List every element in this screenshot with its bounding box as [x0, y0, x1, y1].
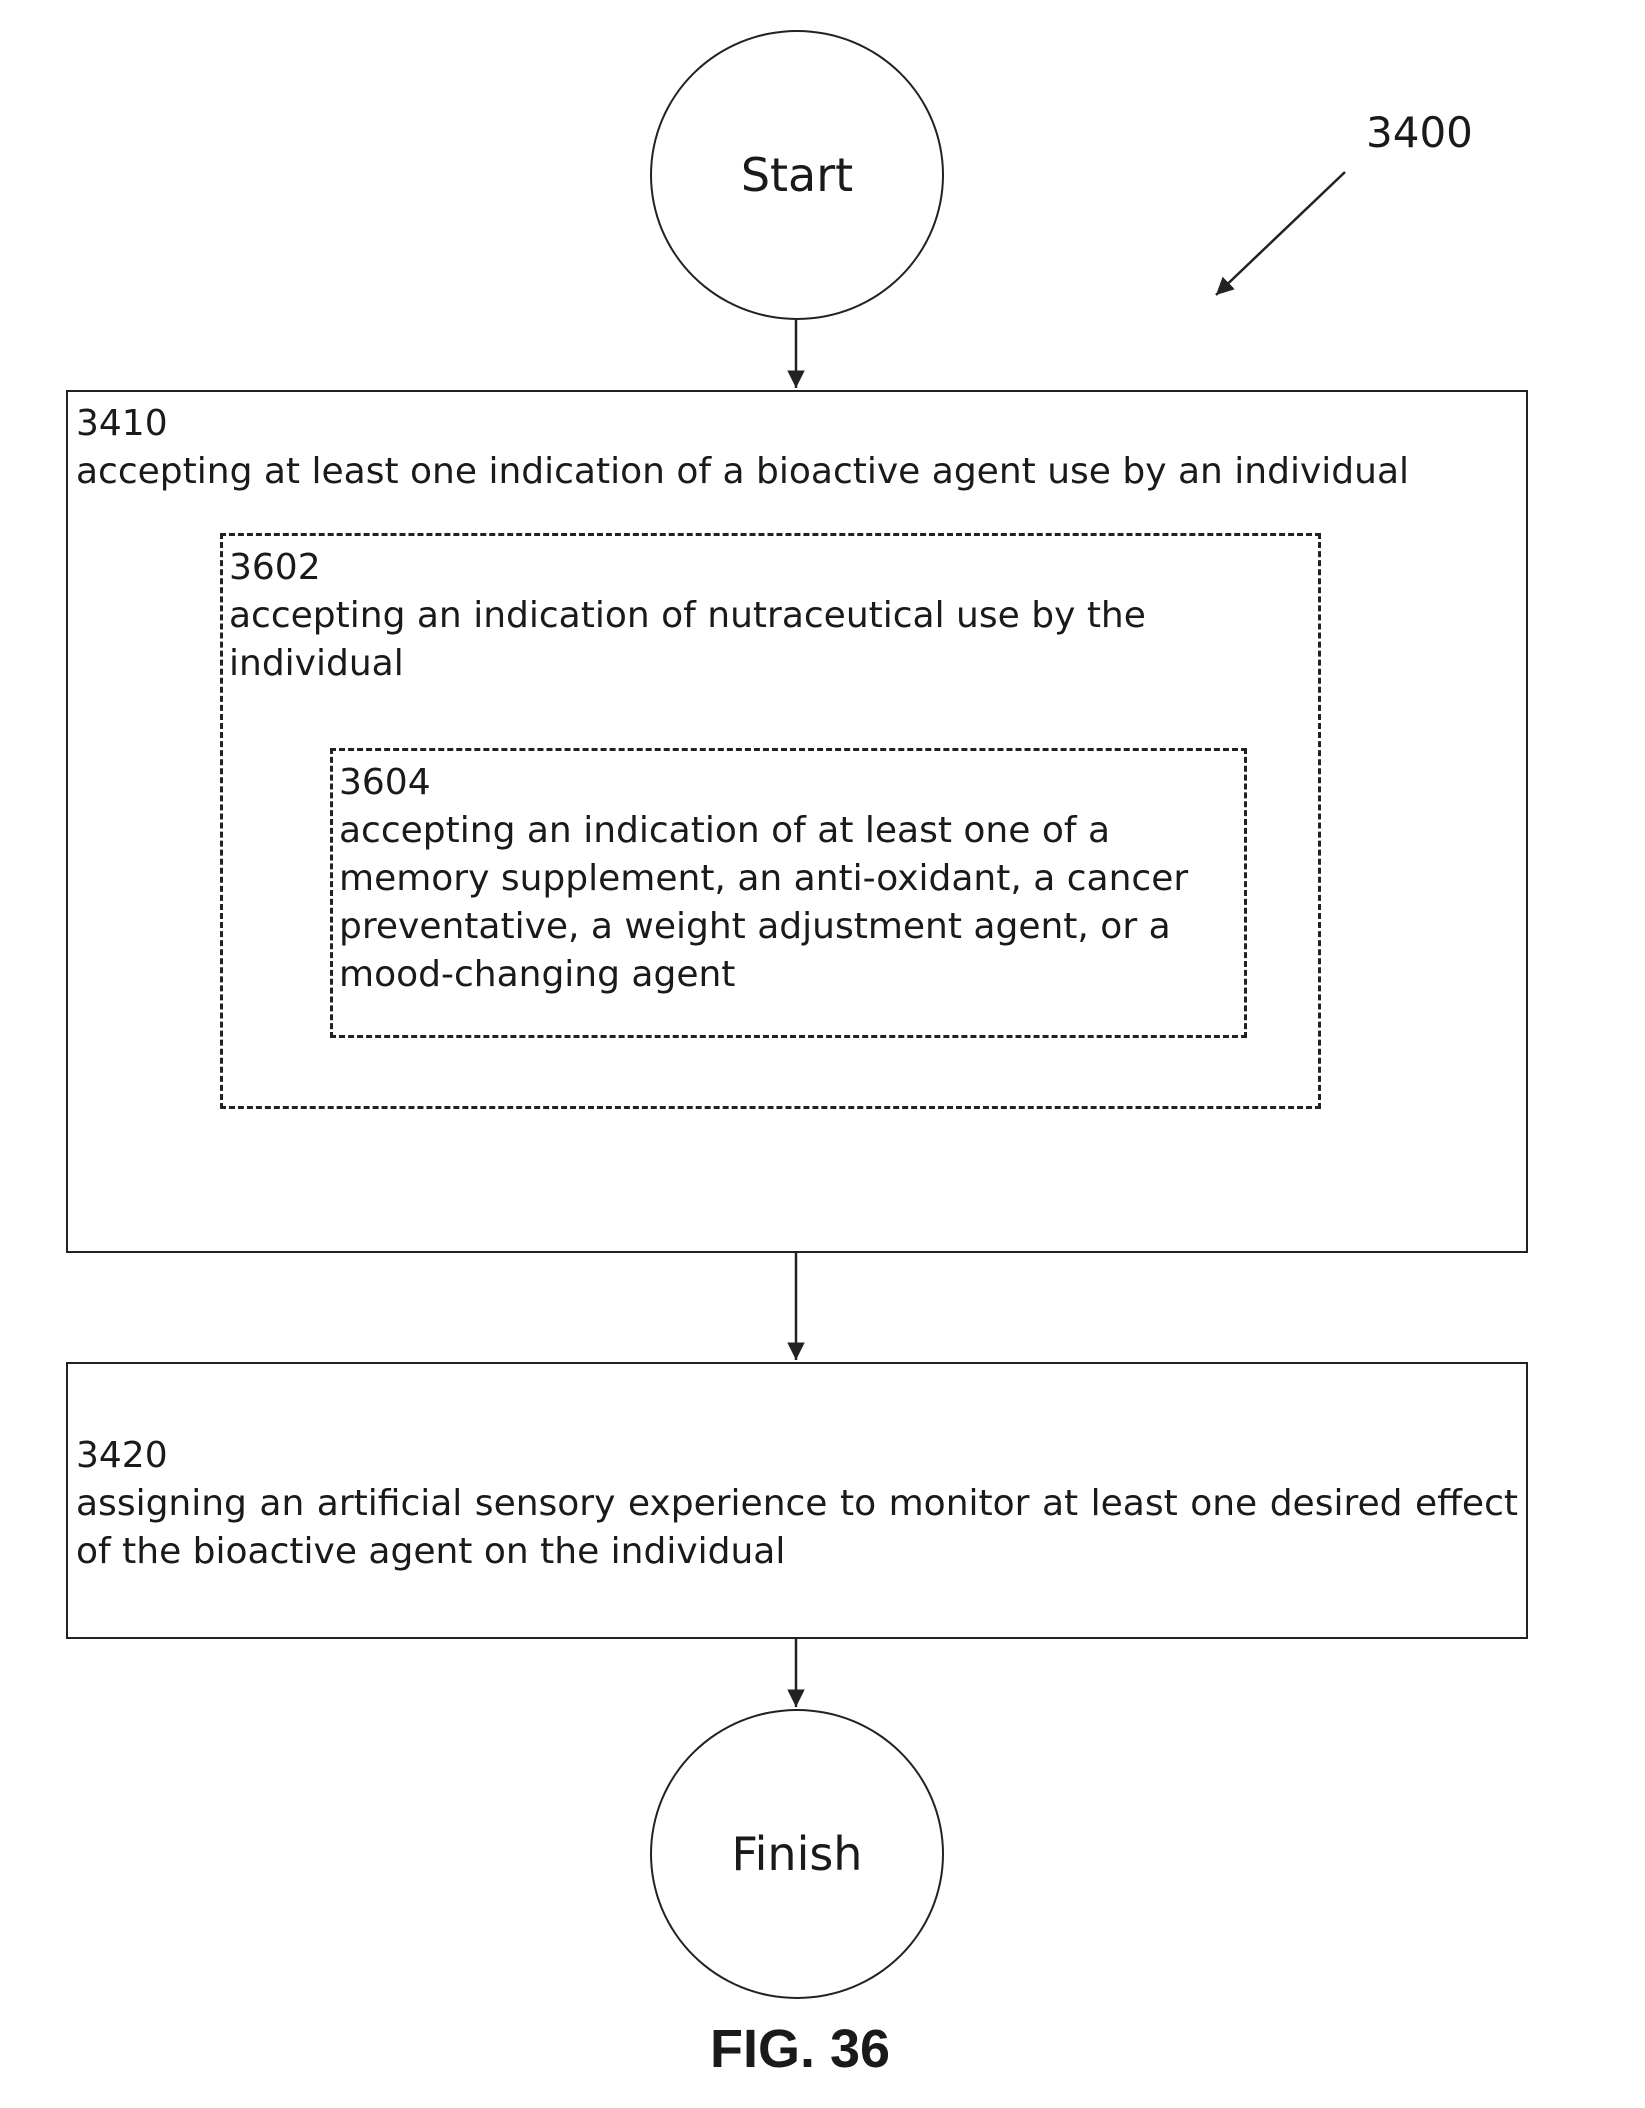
step-3420-id: 3420: [76, 1432, 168, 1480]
figure-caption: FIG. 36: [0, 2018, 1600, 2080]
step-3420-box: 3420 assigning an artificial sensory exp…: [66, 1362, 1528, 1639]
diagram-reference-number: 3400: [1366, 108, 1473, 157]
substep-3604-id: 3604: [339, 759, 431, 807]
substep-3602-id: 3602: [229, 544, 321, 592]
finish-node: Finish: [650, 1709, 944, 1999]
substep-3604-box: 3604 accepting an indication of at least…: [330, 748, 1247, 1038]
finish-label: Finish: [732, 1827, 863, 1881]
start-node: Start: [650, 30, 944, 320]
substep-3602-text: accepting an indication of nutraceutical…: [229, 592, 1229, 688]
step-3410-id: 3410: [76, 400, 168, 448]
step-3410-text: accepting at least one indication of a b…: [76, 448, 1409, 496]
reference-pointer-arrow: [1216, 172, 1345, 295]
substep-3604-text: accepting an indication of at least one …: [339, 807, 1229, 999]
step-3420-text: assigning an artificial sensory experien…: [76, 1480, 1518, 1576]
start-label: Start: [741, 148, 853, 202]
